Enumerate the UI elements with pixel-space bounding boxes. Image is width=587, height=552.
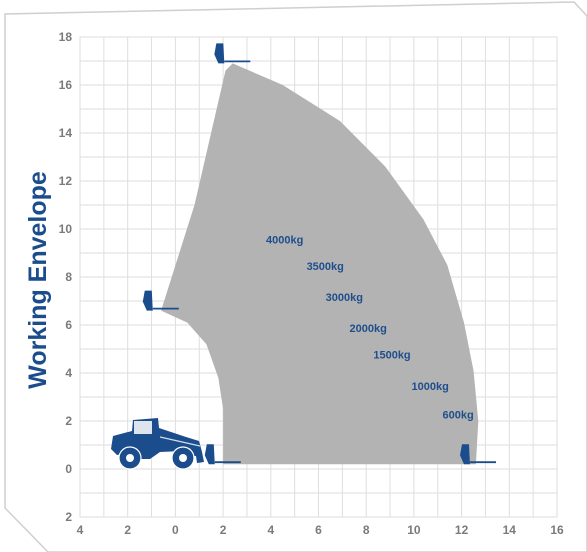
fork-max-height-icon	[214, 43, 251, 64]
y-tick-label: 6	[65, 318, 72, 332]
x-tick-label: 2	[124, 523, 131, 537]
x-tick-label: 10	[407, 523, 421, 537]
y-tick-label: 12	[59, 174, 73, 188]
x-tick-label: 6	[315, 523, 322, 537]
x-tick-label: 8	[363, 523, 370, 537]
y-tick-label: 2	[65, 510, 72, 524]
x-tick-label: 16	[550, 523, 564, 537]
fork-mid-reach-icon	[142, 290, 179, 311]
load-capacity-label: 4000kg	[266, 234, 303, 246]
y-tick-label: 0	[65, 462, 72, 476]
x-tick-label: 4	[267, 523, 274, 537]
y-tick-label: 18	[59, 30, 73, 44]
load-capacity-label: 1000kg	[412, 381, 449, 393]
y-tick-label: 14	[59, 126, 73, 140]
y-tick-label: 8	[65, 270, 72, 284]
x-tick-label: 2	[220, 523, 227, 537]
y-tick-label: 16	[59, 78, 73, 92]
x-tick-label: 12	[455, 523, 469, 537]
fork-max-reach-icon	[459, 444, 496, 465]
x-tick-label: 0	[172, 523, 179, 537]
y-tick-label: 2	[65, 414, 72, 428]
load-capacity-label: 1500kg	[373, 350, 410, 362]
y-tick-label: 10	[59, 222, 73, 236]
diagram-title: Working Envelope	[24, 171, 52, 389]
fork-ground-icon	[204, 444, 241, 465]
x-tick-label: 14	[503, 523, 517, 537]
load-capacity-labels: 4000kg 3500kg 3000kg 2000kg 1500kg 1000kg 600k…	[266, 234, 474, 421]
load-capacity-label: 600kg	[443, 410, 474, 422]
telehandler-icon	[111, 418, 204, 470]
load-capacity-label: 3000kg	[326, 292, 363, 304]
y-tick-label: 4	[65, 366, 72, 380]
load-capacity-label: 2000kg	[350, 323, 387, 335]
fork-positions	[142, 43, 496, 465]
working-envelope-area	[161, 63, 479, 465]
x-tick-label: 4	[77, 523, 84, 537]
load-capacity-label: 3500kg	[307, 261, 344, 273]
